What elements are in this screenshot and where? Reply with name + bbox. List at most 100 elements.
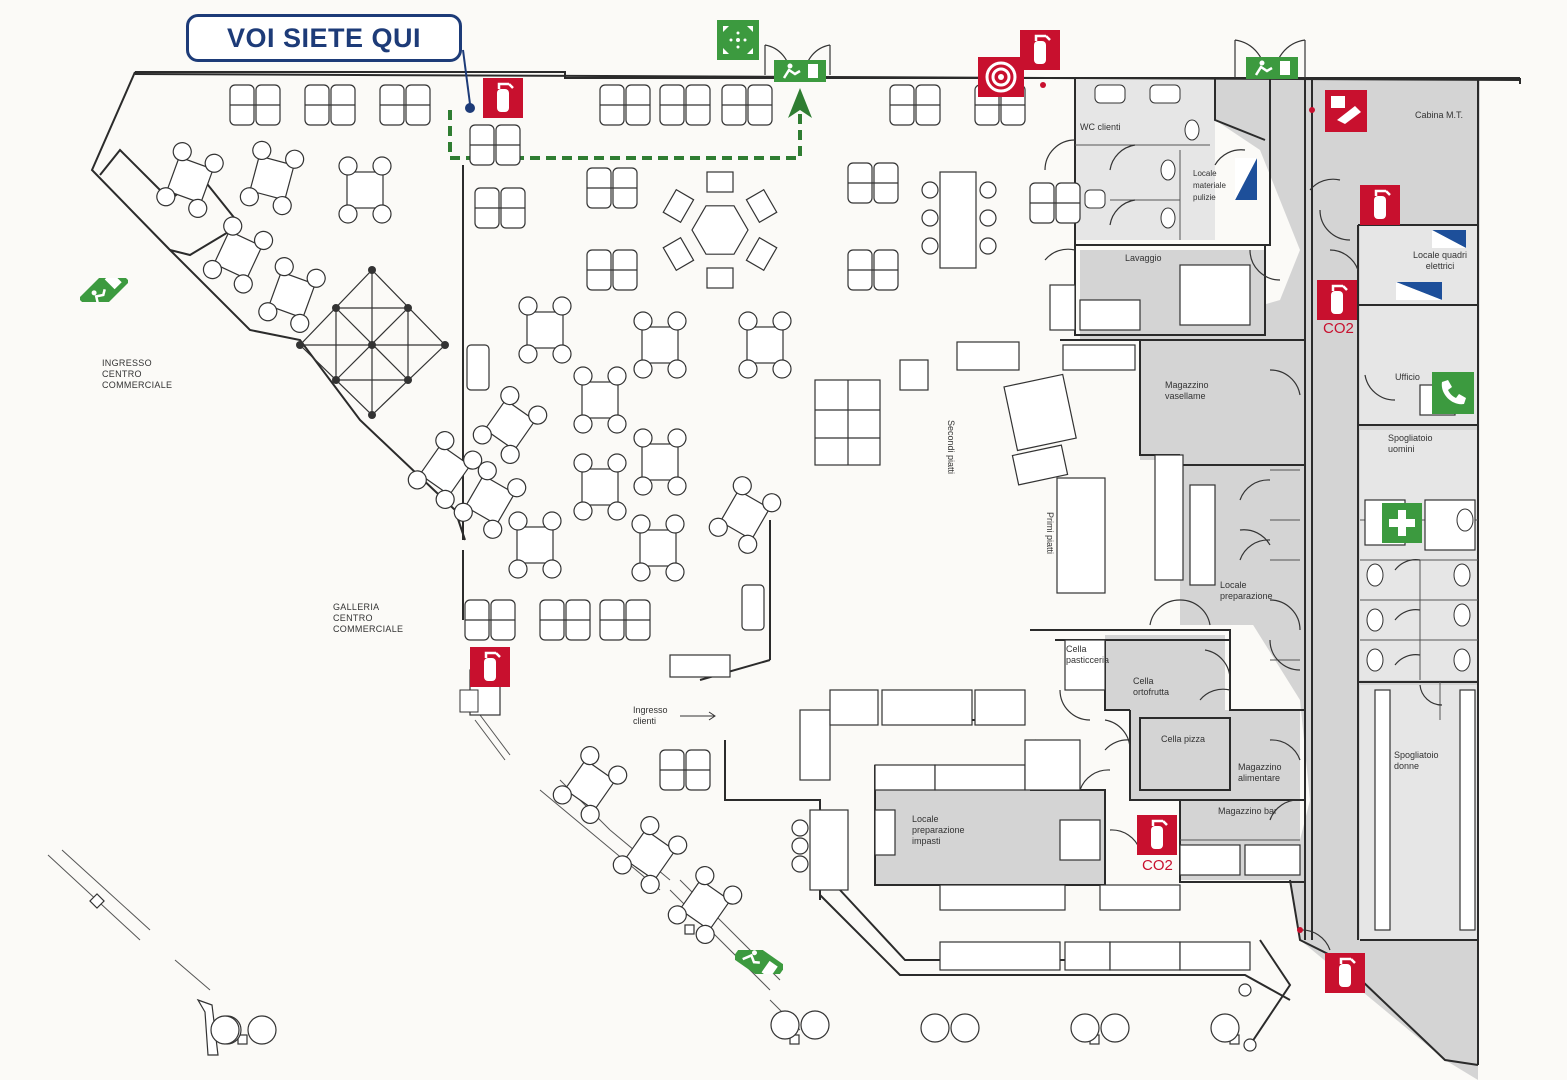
table (719, 489, 771, 541)
emergency-exit-icon (735, 950, 783, 974)
chair (667, 905, 687, 925)
chair (667, 311, 687, 331)
chair (552, 785, 572, 805)
co2-label: CO2 (1142, 857, 1173, 874)
chair (667, 476, 687, 496)
chair (252, 140, 272, 161)
chair (483, 519, 503, 539)
chair (708, 517, 728, 537)
chair (435, 430, 455, 451)
chair (706, 171, 734, 193)
chair (921, 209, 939, 227)
table (516, 526, 554, 564)
fire-extinguisher-icon (1360, 185, 1400, 225)
chair (665, 514, 685, 534)
label-lavaggio: Lavaggio (1125, 253, 1162, 263)
table-four-seats (156, 142, 224, 218)
chair (573, 414, 593, 434)
chair (253, 230, 274, 251)
table (639, 529, 677, 567)
chair (435, 489, 455, 510)
chair (508, 511, 528, 531)
chair (979, 237, 997, 255)
table (213, 230, 263, 280)
table (419, 444, 471, 496)
chair (580, 804, 600, 825)
chair (156, 187, 176, 207)
route-arrowhead-icon (788, 88, 812, 118)
table (746, 326, 784, 364)
chair (979, 209, 997, 227)
chair (233, 274, 253, 294)
chair (239, 187, 259, 207)
toilet-fixtures (1084, 84, 1474, 672)
table-four-seats (407, 430, 483, 510)
table-four-seats (508, 511, 562, 579)
table (484, 399, 536, 451)
chair (667, 428, 687, 448)
table (526, 311, 564, 349)
table-four-seats (239, 140, 305, 216)
chair (607, 414, 627, 434)
chair (573, 453, 593, 473)
table (581, 468, 619, 506)
table (346, 171, 384, 209)
chair (631, 514, 651, 534)
table-four-seats (518, 296, 572, 364)
table (166, 156, 214, 204)
table-four-seats (738, 311, 792, 379)
label-wc-clienti: WC clienti (1080, 122, 1121, 132)
chair (508, 559, 528, 579)
table-four-seats (552, 745, 628, 825)
chair (518, 344, 538, 364)
chair (542, 511, 562, 531)
chair (745, 236, 778, 272)
table (679, 879, 731, 931)
label-magazzino-bar: Magazzino bar (1218, 806, 1278, 816)
fire-hose-icon (978, 57, 1024, 97)
chair (633, 359, 653, 379)
chair (665, 562, 685, 582)
chair (738, 311, 758, 331)
chair (338, 204, 358, 224)
kitchen-equipment (799, 264, 1476, 971)
chair (223, 216, 243, 236)
chair (272, 195, 292, 216)
table (268, 271, 316, 319)
table (641, 326, 679, 364)
chair (500, 444, 520, 465)
table-four-seats (573, 453, 627, 521)
chair (528, 405, 548, 425)
chair (979, 181, 997, 199)
assembly-point-icon (717, 20, 759, 60)
chair (477, 461, 497, 481)
chair (290, 313, 310, 333)
chair (202, 259, 223, 280)
chair (372, 204, 392, 224)
fire-extinguisher-icon (1020, 30, 1060, 70)
chair (372, 156, 392, 176)
electrical-hazard-icon (1432, 230, 1466, 248)
first-aid-icon (1382, 503, 1422, 543)
chair (500, 385, 520, 406)
chair (258, 302, 278, 322)
chair (285, 149, 305, 169)
chair (552, 296, 572, 316)
emergency-exit-icon (80, 278, 128, 302)
co2-label: CO2 (1323, 320, 1354, 337)
chair (662, 236, 695, 272)
chair (542, 559, 562, 579)
table-four-seats (633, 311, 687, 379)
hexagon-table (691, 205, 749, 255)
table-four-seats (633, 428, 687, 496)
label-primi-piatti: Primi piatti (1045, 512, 1055, 555)
you-are-here-callout: VOI SIETE QUI (186, 14, 462, 62)
table (624, 829, 676, 881)
columns (89, 819, 1257, 1056)
chair (695, 865, 715, 886)
